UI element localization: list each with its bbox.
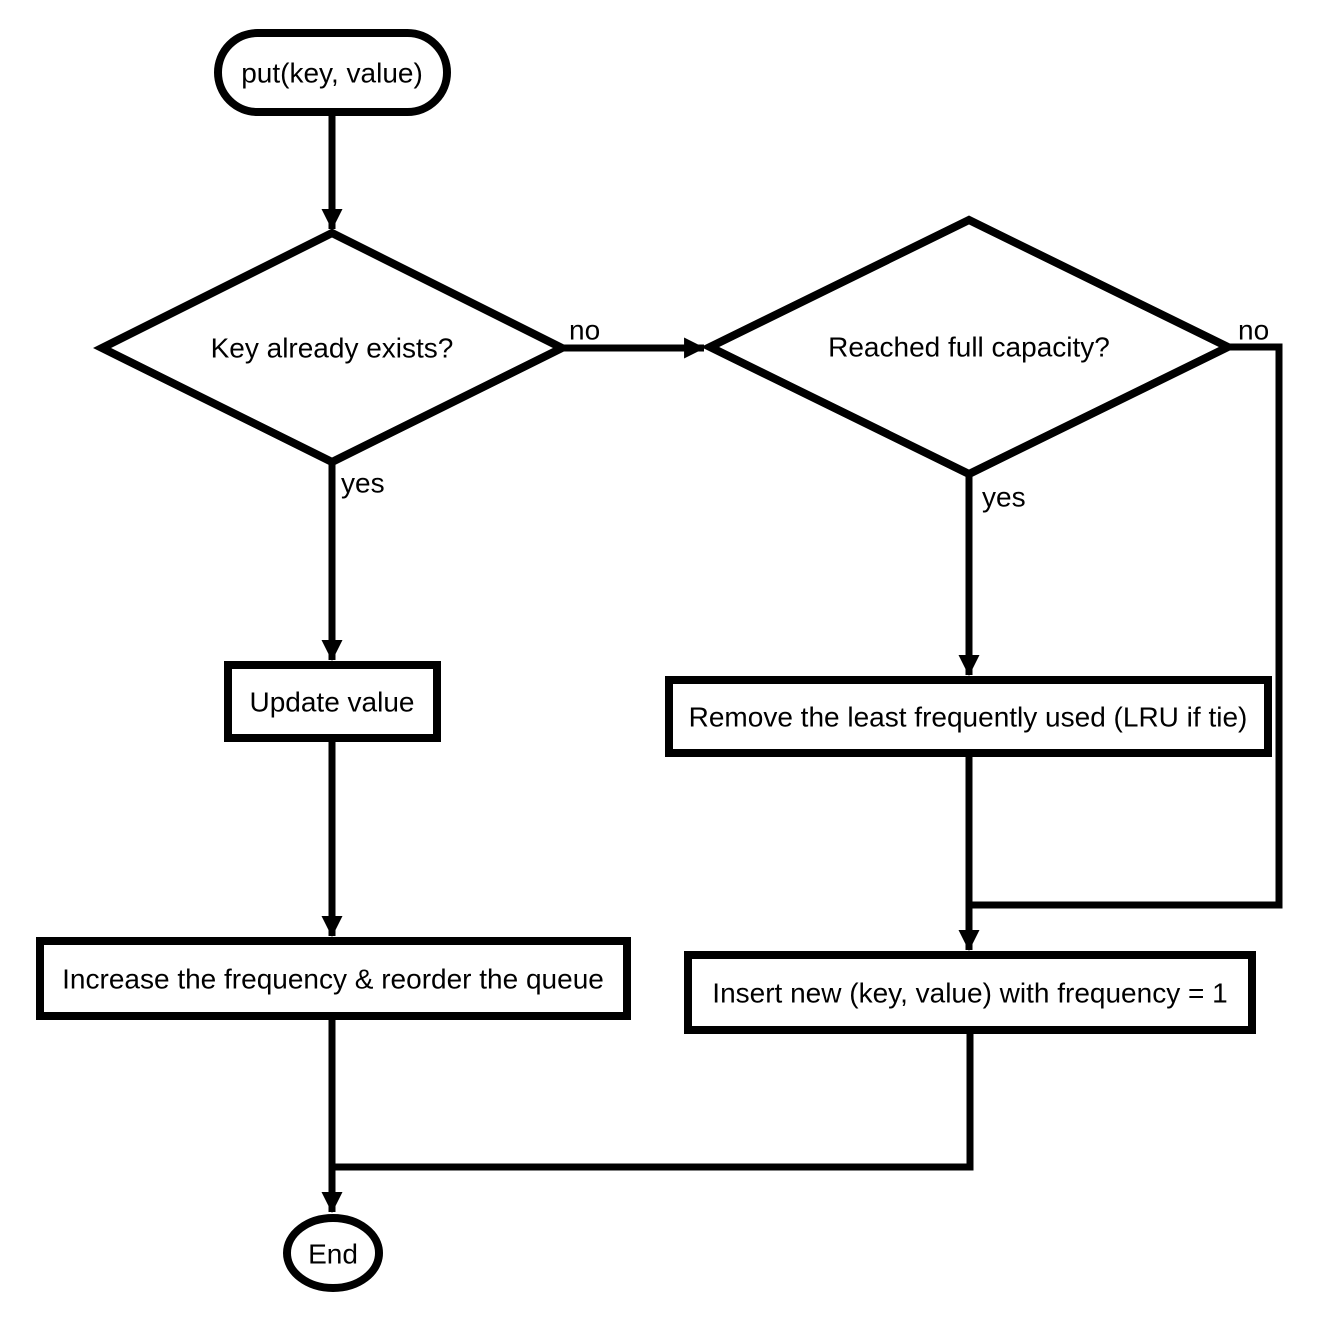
full-capacity-label: Reached full capacity? xyxy=(828,332,1110,363)
edge-label-full-capacity-no: no xyxy=(1238,315,1269,346)
edge-full-capacity-no-merge xyxy=(969,343,1283,909)
node-process-remove-lfu: Remove the least frequently used (LRU if… xyxy=(665,676,1272,757)
edge-labels: no yes no yes xyxy=(341,315,1269,513)
start-label: put(key, value) xyxy=(241,58,423,89)
update-value-label: Update value xyxy=(249,687,414,718)
remove-lfu-label: Remove the least frequently used (LRU if… xyxy=(689,702,1248,733)
edges xyxy=(321,112,1283,1214)
key-exists-label: Key already exists? xyxy=(211,333,454,364)
key-exists-diamond-shape xyxy=(93,228,571,467)
insert-new-rect-shape xyxy=(684,951,1256,1034)
edge-label-key-exists-yes: yes xyxy=(341,468,385,499)
edge-label-key-exists-no: no xyxy=(569,315,600,346)
node-end: End xyxy=(283,1214,383,1292)
full-capacity-diamond-shape xyxy=(700,215,1238,479)
start-stadium-shape xyxy=(214,29,451,116)
node-process-increase-frequency: Increase the frequency & reorder the que… xyxy=(36,937,631,1020)
node-decision-key-exists: Key already exists? xyxy=(93,228,571,467)
node-process-insert-new: Insert new (key, value) with frequency =… xyxy=(684,951,1256,1034)
insert-new-label: Insert new (key, value) with frequency =… xyxy=(712,978,1227,1009)
edge-label-full-capacity-yes: yes xyxy=(982,482,1026,513)
remove-lfu-rect-shape xyxy=(665,676,1272,757)
increase-frequency-rect-shape xyxy=(36,937,631,1020)
node-process-update-value: Update value xyxy=(224,661,441,742)
end-ellipse-shape xyxy=(283,1214,383,1292)
update-value-rect-shape xyxy=(224,661,441,742)
node-start: put(key, value) xyxy=(214,29,451,116)
edge-insert-new-merge xyxy=(332,1030,974,1171)
increase-frequency-label: Increase the frequency & reorder the que… xyxy=(62,964,604,995)
node-decision-full-capacity: Reached full capacity? xyxy=(700,215,1238,479)
end-label: End xyxy=(308,1239,358,1270)
